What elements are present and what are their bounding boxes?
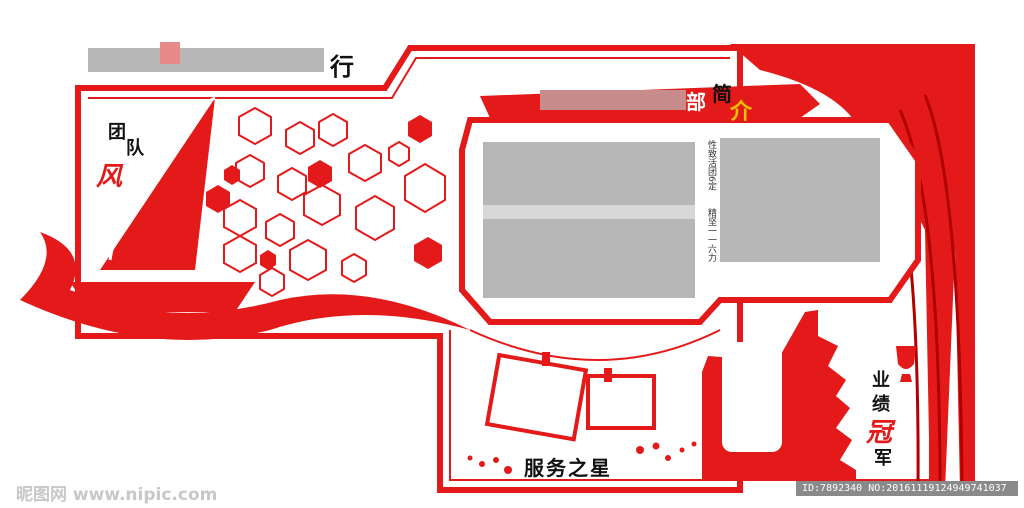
champion-line-2: 绩 xyxy=(872,394,890,415)
id-bar: ID:7892340 NO:20161119124949741037 xyxy=(796,481,1018,496)
hanging-string xyxy=(469,329,721,361)
intro-text-left-band xyxy=(483,205,695,219)
hexagon-filled xyxy=(206,115,442,270)
team-heading-2: 队 xyxy=(126,138,144,159)
header-title-red-block xyxy=(160,42,180,64)
champion-line-4: 军 xyxy=(874,448,892,469)
ribbon-title-label-2: 简 xyxy=(712,82,732,106)
side-text-col2: 精坚一一六力 xyxy=(706,208,716,262)
side-text-col1: 性致活团6定 xyxy=(706,140,716,191)
team-heading-3: 风 xyxy=(96,162,123,192)
intro-text-right-blurred xyxy=(720,138,880,262)
champion-line-1: 业 xyxy=(872,370,890,391)
header-title-blurred xyxy=(88,48,324,72)
hexagon-cluster xyxy=(223,106,446,298)
photo-frame-right xyxy=(586,374,656,430)
waves xyxy=(20,232,470,340)
photo-frame-left xyxy=(484,352,589,442)
stars xyxy=(467,441,697,474)
sailboat-hull xyxy=(70,282,255,312)
champion-line-3: 冠 xyxy=(866,418,893,448)
team-heading-1: 团 xyxy=(108,122,126,143)
ribbon-title-label-3: 介 xyxy=(730,99,753,125)
thumbs-up-frame xyxy=(722,342,782,452)
watermark: 昵图网 www.nipic.com xyxy=(16,485,218,505)
ribbon-title-label: 部 xyxy=(686,90,706,114)
sailboat-sail xyxy=(100,98,215,270)
header-title-suffix: 行 xyxy=(330,53,354,81)
inner-frame xyxy=(88,57,730,99)
team-heading-4: 采 xyxy=(122,181,145,207)
ribbon-title-blurred xyxy=(540,90,686,110)
trophy-icon xyxy=(896,346,916,382)
intro-text-left-blurred xyxy=(483,142,695,298)
service-star-label: 服务之星 xyxy=(524,456,612,480)
